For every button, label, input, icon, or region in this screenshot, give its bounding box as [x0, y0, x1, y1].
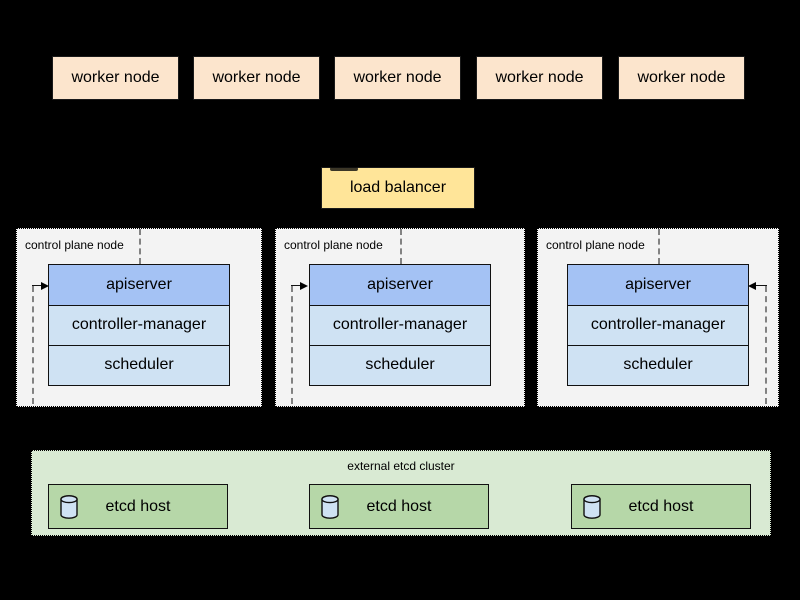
controller-manager-box: controller-manager [567, 304, 749, 346]
component-stack: apiserver controller-manager scheduler [48, 264, 230, 386]
worker-node-box: worker node [193, 56, 320, 100]
dashed-connector-top [400, 229, 402, 264]
controller-manager-box: controller-manager [48, 304, 230, 346]
database-cylinder-icon [583, 494, 601, 519]
worker-node-box: worker node [476, 56, 603, 100]
database-cylinder-icon [321, 494, 339, 519]
etcd-host-label: etcd host [628, 497, 694, 515]
dashed-connector-etcd [32, 286, 34, 404]
etcd-host-box: etcd host [571, 484, 751, 529]
load-balancer-box: load balancer [321, 167, 475, 209]
etcd-host-box: etcd host [48, 484, 228, 529]
connector-line [291, 285, 300, 286]
control-plane-node-container: control plane node apiserver controller-… [16, 228, 262, 407]
arrowhead-icon [748, 281, 756, 290]
etcd-cluster-container: external etcd cluster etcd host etcd hos… [31, 450, 771, 536]
controller-manager-box: controller-manager [309, 304, 491, 346]
dashed-connector-etcd [765, 286, 767, 404]
dashed-connector-top [658, 229, 660, 264]
apiserver-box: apiserver [309, 264, 491, 306]
database-cylinder-icon [60, 494, 78, 519]
component-stack: apiserver controller-manager scheduler [309, 264, 491, 386]
connector-line [756, 285, 767, 286]
arrowhead-icon [41, 281, 49, 290]
worker-node-box: worker node [334, 56, 461, 100]
apiserver-box: apiserver [48, 264, 230, 306]
scheduler-box: scheduler [309, 344, 491, 386]
dashed-connector-top [139, 229, 141, 264]
scheduler-box: scheduler [567, 344, 749, 386]
control-plane-node-container: control plane node apiserver controller-… [275, 228, 525, 407]
etcd-host-label: etcd host [105, 497, 171, 515]
worker-node-box: worker node [618, 56, 745, 100]
apiserver-box: apiserver [567, 264, 749, 306]
arrowhead-icon [300, 281, 308, 290]
control-plane-node-label: control plane node [546, 238, 645, 252]
etcd-host-box: etcd host [309, 484, 489, 529]
control-plane-node-label: control plane node [284, 238, 383, 252]
load-balancer-label: load balancer [349, 179, 447, 196]
worker-node-box: worker node [52, 56, 179, 100]
etcd-host-label: etcd host [366, 497, 432, 515]
connector-line [32, 285, 41, 286]
control-plane-node-container: control plane node apiserver controller-… [537, 228, 779, 407]
clipped-line-artifact [330, 167, 358, 171]
etcd-cluster-label: external etcd cluster [347, 459, 455, 473]
control-plane-node-label: control plane node [25, 238, 124, 252]
component-stack: apiserver controller-manager scheduler [567, 264, 749, 386]
scheduler-box: scheduler [48, 344, 230, 386]
dashed-connector-etcd [291, 286, 293, 404]
